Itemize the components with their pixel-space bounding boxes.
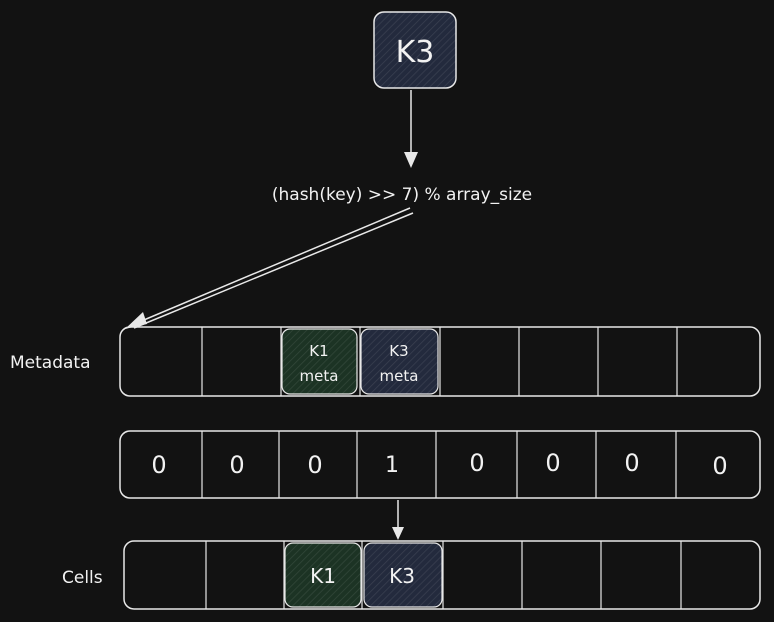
bit-value: 0 — [712, 452, 727, 480]
key-box-label: K3 — [396, 35, 435, 70]
hash-formula: (hash(key) >> 7) % array_size — [272, 185, 532, 205]
cell-k3-label: K3 — [389, 564, 415, 588]
bits-row-outline — [119, 430, 761, 499]
bit-value: 0 — [229, 451, 244, 479]
metadata-label: Metadata — [10, 353, 91, 373]
arrow-formula-to-metadata — [125, 207, 414, 329]
bits-row-values: 0 0 0 1 0 0 0 0 — [151, 449, 727, 480]
cells-row-dividers — [205, 541, 682, 609]
bit-value: 0 — [307, 451, 322, 479]
arrow-bits-to-cells — [392, 500, 404, 540]
metadata-cell-k3-line2: meta — [380, 367, 419, 385]
cell-k3: K3 — [363, 542, 443, 608]
arrow-key-to-formula — [404, 90, 418, 168]
bits-row-dividers — [201, 431, 677, 498]
cells-row-outline — [123, 540, 761, 610]
bit-value: 0 — [469, 449, 484, 477]
cell-k1: K1 — [284, 542, 362, 608]
metadata-cell-k3: K3 meta — [360, 328, 439, 395]
metadata-cell-k1: K1 meta — [281, 328, 358, 395]
metadata-cell-k1-line2: meta — [300, 367, 339, 385]
bit-value: 0 — [624, 449, 639, 477]
metadata-cell-k1-line1: K1 — [309, 342, 328, 360]
bit-value: 1 — [385, 453, 399, 478]
cell-k1-label: K1 — [310, 564, 336, 588]
cells-label: Cells — [62, 568, 103, 588]
bit-value: 0 — [545, 449, 560, 477]
bit-value: 0 — [151, 451, 166, 479]
metadata-row-dividers — [201, 327, 678, 396]
key-box-hatch — [374, 12, 456, 88]
metadata-cell-k3-line1: K3 — [389, 342, 408, 360]
key-box: K3 — [373, 11, 457, 89]
